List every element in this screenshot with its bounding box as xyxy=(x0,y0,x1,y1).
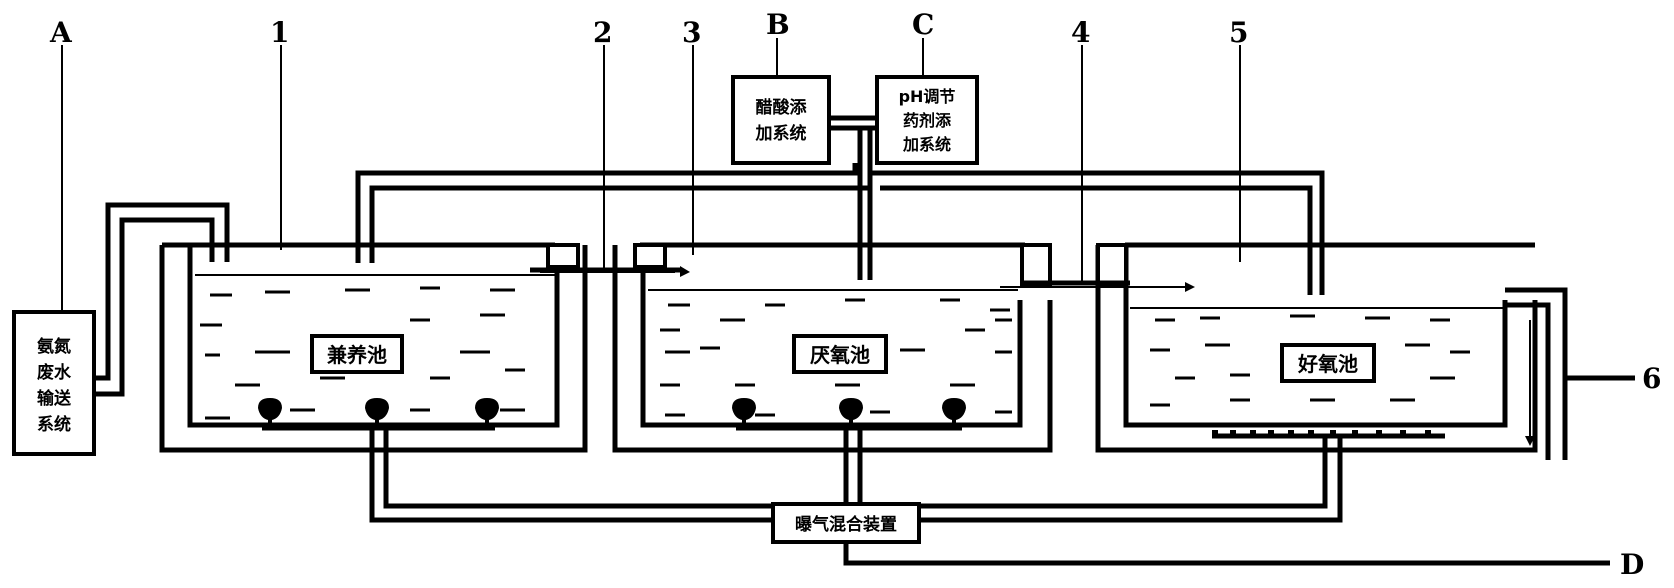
overflow-channels xyxy=(530,243,1195,292)
aeration-mixing-label: 曝气混合装置 xyxy=(795,514,897,535)
aeration-pipes xyxy=(369,428,1610,566)
diffusers xyxy=(258,398,1445,439)
callout-c: C xyxy=(912,8,934,41)
callout-6: 6 xyxy=(1642,362,1661,395)
tank-walls xyxy=(159,242,1538,453)
callout-4: 4 xyxy=(1071,16,1090,49)
acetate-dosing-box xyxy=(731,75,831,165)
leader-lines xyxy=(61,38,1241,312)
transport-system-box xyxy=(12,310,96,456)
callout-b: B xyxy=(766,8,790,41)
ph-dosing-label-2: 药剂添 xyxy=(903,111,952,130)
pool-3-label: 好氧池 xyxy=(1297,352,1358,376)
ph-dosing-label-3: 加系统 xyxy=(902,135,951,154)
callout-d: D xyxy=(1620,548,1644,581)
callout-2: 2 xyxy=(593,16,612,49)
pool-1-label: 兼养池 xyxy=(327,343,387,367)
pool-1-box xyxy=(310,334,404,374)
dosing-pipes xyxy=(355,128,1325,295)
liquid-dashes xyxy=(200,286,1470,420)
transport-system-label-2: 废水 xyxy=(37,362,72,383)
pool-2-label: 厌氧池 xyxy=(810,343,870,367)
acetate-dosing-label-1: 醋酸添 xyxy=(756,97,808,118)
channel-2-3 xyxy=(1020,243,1052,287)
callout-3: 3 xyxy=(682,16,701,49)
outlet-pipe xyxy=(1505,287,1635,460)
callout-a: A xyxy=(49,16,73,49)
callout-1: 1 xyxy=(270,16,289,49)
channel-2-entry xyxy=(633,243,667,269)
inlet-pipe xyxy=(94,202,230,397)
channel-1-2 xyxy=(546,243,580,269)
transport-system-label-3: 输送 xyxy=(37,388,72,409)
pool-3-box xyxy=(1280,343,1376,383)
transport-system-label-1: 氨氮 xyxy=(37,336,71,357)
pool-2-box xyxy=(792,334,888,374)
channel-3-entry xyxy=(1096,243,1128,287)
callout-5: 5 xyxy=(1229,16,1248,49)
water-levels xyxy=(195,274,1505,309)
ph-dosing-label-1: pH调节 xyxy=(899,87,956,106)
transport-system-label-4: 系统 xyxy=(37,414,71,435)
acetate-dosing-label-2: 加系统 xyxy=(755,123,807,144)
